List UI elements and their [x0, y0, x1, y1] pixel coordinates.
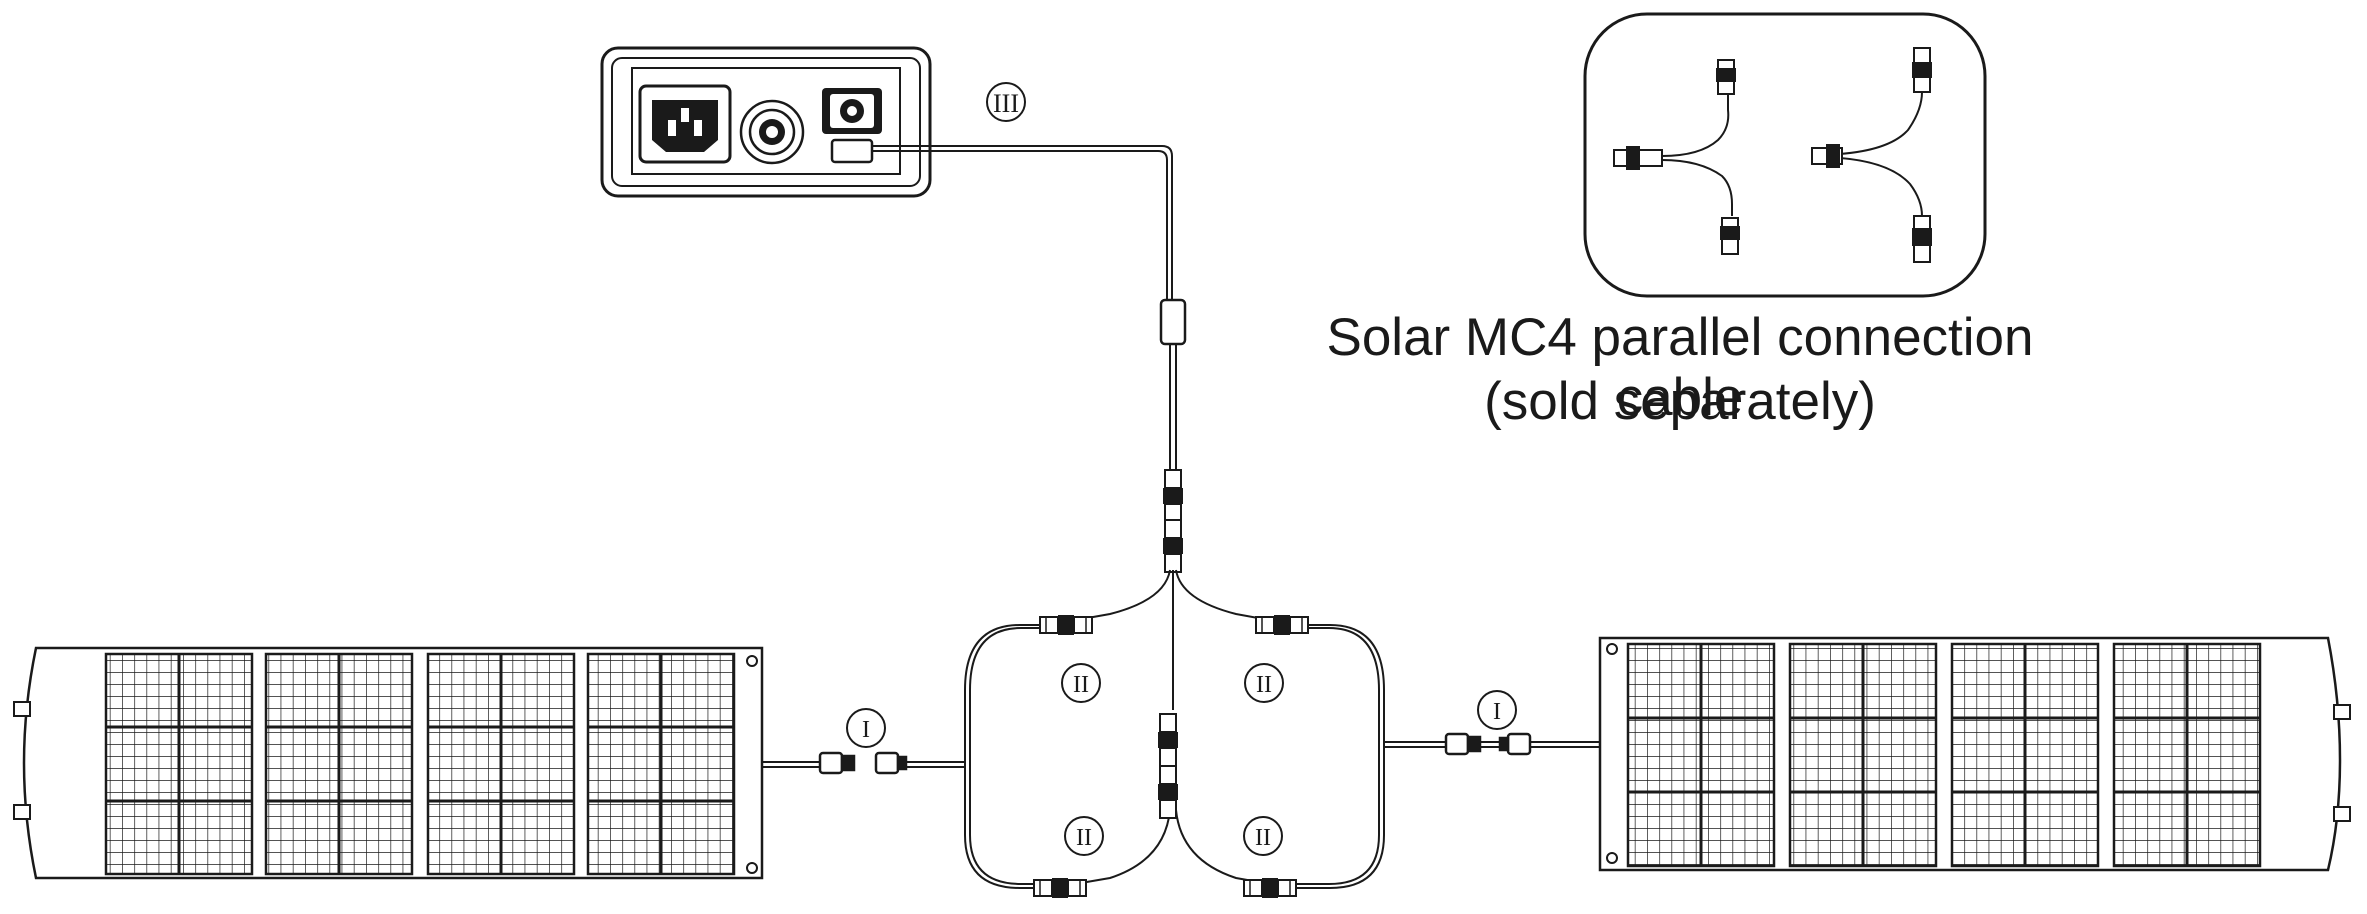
power-station: [600, 46, 932, 198]
label-two-text: II: [1073, 672, 1089, 698]
solar-cells: [104, 652, 736, 876]
parallel-cable-loops: [900, 624, 1500, 889]
label-two-text: II: [1076, 825, 1092, 851]
caption-subtitle: (sold separately): [1484, 372, 1876, 431]
label-two-text: II: [1256, 672, 1272, 698]
label-one-text: I: [862, 717, 870, 743]
left-solar-panel: [13, 646, 764, 880]
solar-cells: [1626, 642, 2262, 868]
caption-title: Solar MC4 parallel connection cable: [1326, 308, 2034, 427]
station-cable: [872, 145, 1187, 470]
y-branch-cables: [1064, 569, 1281, 885]
mc4-main-connectors: [1162, 469, 1184, 573]
right-adapter: I: [1444, 690, 1600, 756]
solar-input-port-icon: [822, 88, 882, 164]
label-two-text: II: [1255, 825, 1271, 851]
y-cable-left-icon: [1661, 92, 1733, 216]
label-three-text: III: [993, 89, 1019, 118]
left-adapter: I: [762, 708, 908, 775]
ac-inlet-icon: [638, 84, 732, 164]
mc4-y-cable-inset: [1583, 12, 1987, 298]
right-solar-panel: [1598, 636, 2351, 872]
dc-round-port-icon: [739, 99, 805, 165]
label-one-text: I: [1493, 699, 1501, 725]
label-three: III: [986, 82, 1026, 122]
y-cable-right-icon: [1839, 91, 1923, 217]
label-two-group: II II II II: [1061, 663, 1284, 856]
